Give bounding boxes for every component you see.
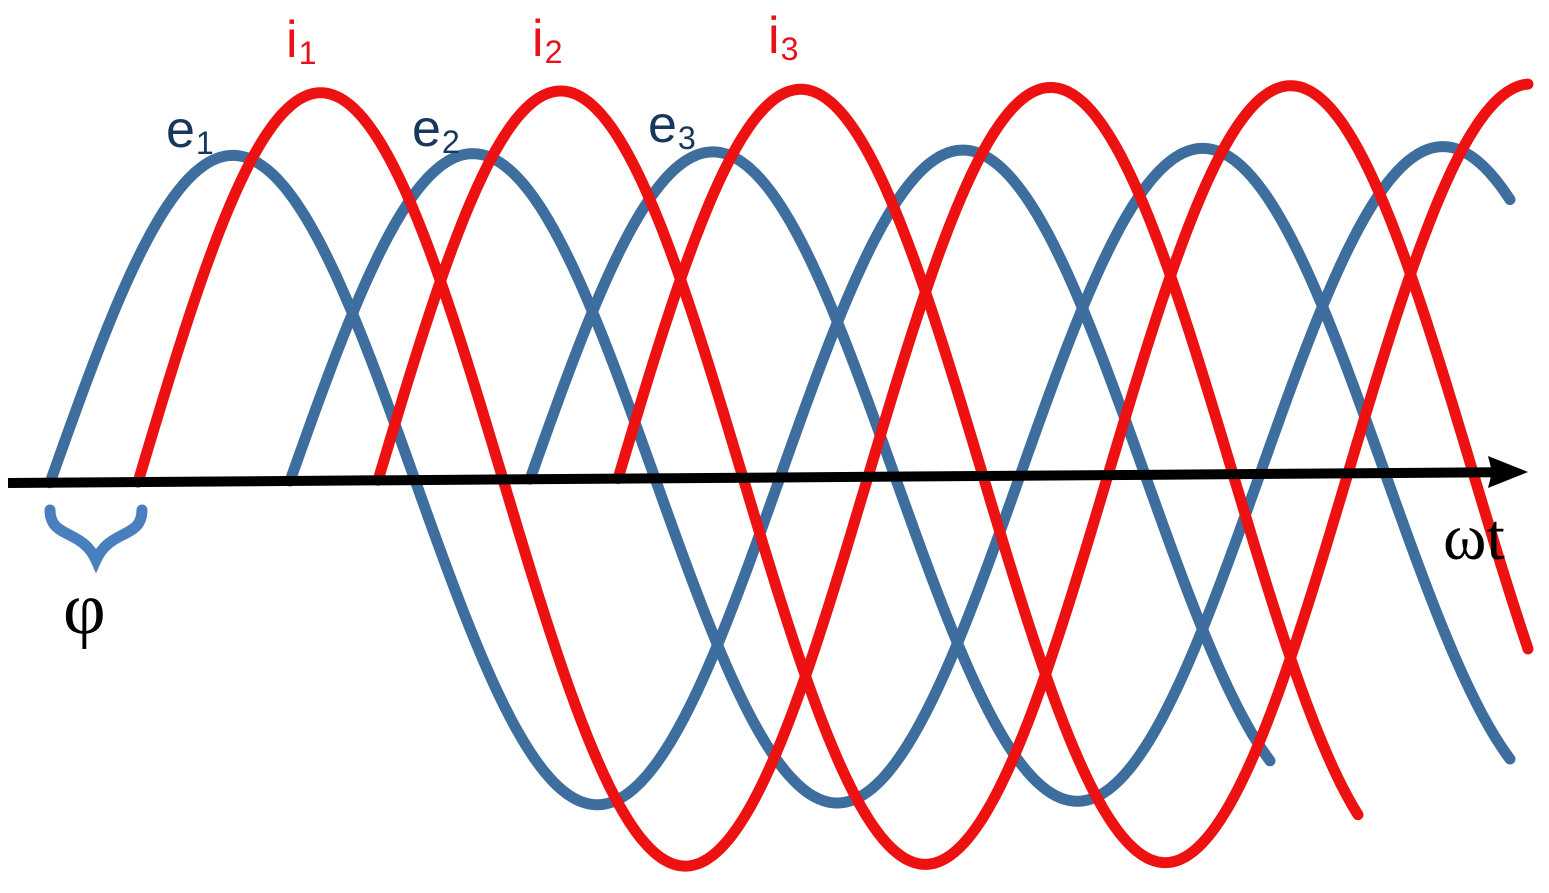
phase-angle-brace	[44, 504, 148, 574]
phase-angle-symbol-phi: φ	[63, 568, 106, 650]
curve-label-i1-base: i	[286, 11, 298, 69]
curve-label-e3-subscript: 3	[677, 120, 696, 157]
axis-arrow-head-icon	[1488, 456, 1528, 488]
waveform-curves-group	[44, 78, 1534, 872]
waveform-curve-i2	[372, 80, 1534, 870]
curve-label-e2: e2	[412, 100, 460, 158]
curve-label-e1-subscript: 1	[195, 125, 214, 162]
curve-label-i3-subscript: 3	[780, 31, 799, 68]
curve-label-i3: i3	[768, 7, 799, 65]
waveform-curve-i3	[612, 78, 1534, 869]
curve-label-i2-base: i	[532, 10, 544, 68]
curve-label-i3-base: i	[768, 7, 780, 65]
waveform-curve-i1	[132, 82, 1364, 872]
axis-line	[7, 467, 1495, 488]
curve-label-e2-subscript: 2	[441, 124, 460, 161]
curve-label-e2-base: e	[412, 100, 441, 158]
curve-label-i2-subscript: 2	[544, 34, 563, 71]
curve-label-i1-subscript: 1	[298, 35, 317, 72]
curve-label-e1: e1	[166, 101, 214, 159]
axis-label-omega-t: ωt	[1443, 501, 1505, 574]
curve-label-e1-base: e	[166, 101, 195, 159]
curve-label-e3: e3	[648, 96, 696, 154]
waveform-curve-e3	[524, 141, 1516, 807]
curve-label-i2: i2	[532, 10, 563, 68]
omega-t-axis-group	[7, 456, 1528, 488]
phase-brace-group	[44, 504, 148, 574]
curve-label-e3-base: e	[648, 96, 677, 154]
curve-label-i1: i1	[286, 11, 317, 69]
